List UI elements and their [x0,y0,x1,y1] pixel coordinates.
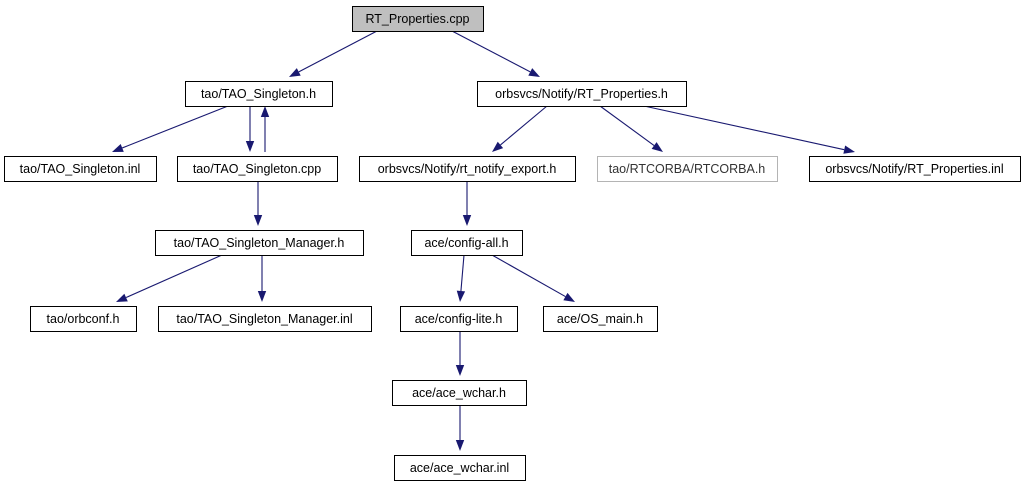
edge-arrowhead [528,68,540,77]
graph-node-ace_os_main_h[interactable]: ace/OS_main.h [543,306,658,332]
node-label: ace/config-all.h [424,236,508,250]
edge-arrowhead [245,141,255,152]
graph-node-tao_singleton_cpp[interactable]: tao/TAO_Singleton.cpp [177,156,338,182]
edge-line [599,105,655,146]
graph-node-tao_singleton_manager_h[interactable]: tao/TAO_Singleton_Manager.h [155,230,364,256]
edge-arrowhead [257,291,267,302]
edge-arrowhead [116,293,128,302]
edge-rt_properties_h-to-rt_notify_export_h [492,105,548,152]
graph-node-tao_singleton_inl[interactable]: tao/TAO_Singleton.inl [4,156,157,182]
node-box[interactable] [177,156,338,182]
edge-arrowhead [289,68,301,77]
node-box[interactable] [359,156,576,182]
edge-arrowhead [253,215,263,226]
edge-line [500,105,548,146]
edge-line [298,30,378,73]
node-box[interactable] [185,81,333,107]
edge-tao_singleton_manager_h-to-tao_singleton_manager_inl [257,255,267,302]
edge-arrowhead [455,440,465,451]
edge-line [451,30,531,73]
graph-node-rtcorba_h[interactable]: tao/RTCORBA/RTCORBA.h [597,156,778,182]
graph-node-ace_ace_wchar_h[interactable]: ace/ace_wchar.h [392,380,527,406]
edge-arrowhead [455,365,465,376]
node-label: tao/orbconf.h [47,312,120,326]
graph-node-tao_orbconf_h[interactable]: tao/orbconf.h [30,306,137,332]
edge-arrowhead [843,145,855,154]
node-box[interactable] [411,230,523,256]
edge-rt_properties_cpp-to-rt_properties_h [451,30,540,77]
edge-tao_singleton_cpp-to-tao_singleton_h [260,106,270,152]
edge-arrowhead [112,144,124,152]
edge-arrowhead [462,215,472,226]
edge-ace_config_lite_h-to-ace_ace_wchar_h [455,331,465,376]
node-box[interactable] [30,306,137,332]
edge-arrowhead [651,142,663,152]
node-label: tao/TAO_Singleton.inl [20,162,141,176]
edge-tao_singleton_cpp-to-tao_singleton_manager_h [253,181,263,226]
node-box[interactable] [477,81,687,107]
graph-node-tao_singleton_manager_inl[interactable]: tao/TAO_Singleton_Manager.inl [158,306,372,332]
graph-node-rt_properties_inl[interactable]: orbsvcs/Notify/RT_Properties.inl [809,156,1021,182]
node-box[interactable] [597,156,778,182]
edge-tao_singleton_h-to-tao_singleton_inl [112,105,229,152]
node-label: orbsvcs/Notify/RT_Properties.h [495,87,668,101]
edge-rt_properties_cpp-to-tao_singleton_h [289,30,378,77]
graph-node-ace_config_lite_h[interactable]: ace/config-lite.h [400,306,518,332]
node-label: RT_Properties.cpp [366,12,470,26]
node-box[interactable] [352,6,484,32]
node-label: ace/OS_main.h [557,312,643,326]
edge-line [491,254,566,298]
node-box[interactable] [158,306,372,332]
edge-rt_properties_h-to-rtcorba_h [599,105,663,152]
edge-line [122,105,229,149]
node-label: ace/config-lite.h [415,312,503,326]
node-label: tao/TAO_Singleton.cpp [193,162,321,176]
graph-node-rt_properties_h[interactable]: orbsvcs/Notify/RT_Properties.h [477,81,687,107]
node-box[interactable] [4,156,157,182]
edge-arrowhead [260,106,270,117]
node-label: orbsvcs/Notify/rt_notify_export.h [378,162,557,176]
node-label: tao/TAO_Singleton_Manager.h [174,236,345,250]
edge-line [460,254,465,292]
edge-rt_properties_h-to-rt_properties_inl [643,105,855,154]
edge-ace_config_all_h-to-ace_os_main_h [491,254,575,302]
node-label: ace/ace_wchar.h [412,386,506,400]
graph-node-rt_properties_cpp[interactable]: RT_Properties.cpp [352,6,484,32]
node-box[interactable] [392,380,527,406]
edge-rt_notify_export_h-to-ace_config_all_h [462,181,472,226]
edge-line [125,254,223,299]
graph-node-ace_config_all_h[interactable]: ace/config-all.h [411,230,523,256]
edge-arrowhead [492,141,504,152]
node-box[interactable] [394,455,526,481]
node-box[interactable] [155,230,364,256]
edge-arrowhead [456,290,466,302]
edge-layer [112,30,855,451]
edge-tao_singleton_h-to-tao_singleton_cpp [245,106,255,152]
edge-tao_singleton_manager_h-to-tao_orbconf_h [116,254,223,302]
node-label: tao/RTCORBA/RTCORBA.h [609,162,766,176]
edge-ace_config_all_h-to-ace_config_lite_h [456,254,466,302]
edge-arrowhead [563,292,575,302]
node-box[interactable] [809,156,1021,182]
node-label: orbsvcs/Notify/RT_Properties.inl [825,162,1003,176]
node-box[interactable] [543,306,658,332]
edge-line [643,105,845,151]
node-box[interactable] [400,306,518,332]
graph-node-ace_ace_wchar_inl[interactable]: ace/ace_wchar.inl [394,455,526,481]
edge-ace_ace_wchar_h-to-ace_ace_wchar_inl [455,405,465,451]
node-label: ace/ace_wchar.inl [410,461,509,475]
graph-node-rt_notify_export_h[interactable]: orbsvcs/Notify/rt_notify_export.h [359,156,576,182]
node-label: tao/TAO_Singleton.h [201,87,316,101]
graph-node-tao_singleton_h[interactable]: tao/TAO_Singleton.h [185,81,333,107]
node-label: tao/TAO_Singleton_Manager.inl [176,312,352,326]
